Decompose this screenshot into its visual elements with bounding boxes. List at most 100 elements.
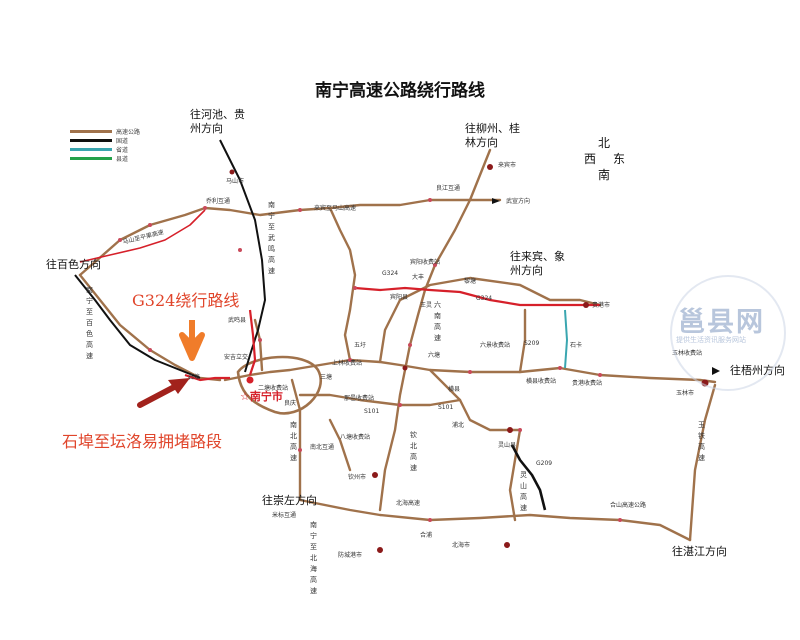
road-label-lingshan: 灵山高速: [520, 471, 527, 512]
down-arrow-icon: [179, 320, 205, 361]
g324-reroute: [79, 209, 600, 382]
place-binyang-toll: 宾阳收费站: [410, 259, 441, 266]
place-erjiang: 二塘收费站: [258, 385, 289, 392]
compass-east: 东: [613, 152, 626, 166]
place-shizhong: 石埠: [188, 374, 201, 381]
place-hengxian: 横县: [448, 386, 461, 393]
reroute-city-west: [184, 373, 230, 382]
place-sanlang: 三塘: [320, 374, 333, 381]
legend-label-national: 国道: [116, 138, 129, 145]
reroute-callout: G324绕行路线: [132, 291, 240, 310]
expressway-coastal: [298, 498, 692, 542]
legend-swatch-national: [70, 139, 112, 142]
place-liuxu: 六景收费站: [480, 342, 511, 349]
place-fangcheng: 防城港市: [338, 552, 363, 559]
expressway-north-link: [328, 206, 357, 362]
place-wuxuan: 武宣方向: [506, 198, 531, 205]
reroute-wuming: [248, 309, 257, 376]
place-s101b: S101: [438, 404, 454, 411]
city-dot: [507, 427, 513, 433]
national-road-baise: [74, 274, 201, 379]
road-label-yulin: 玉铁高速: [698, 421, 705, 462]
city-dot: [229, 169, 235, 175]
ring-road: [236, 355, 322, 415]
place-laibin: 来宾市: [498, 162, 517, 169]
road-label-liunan: 六南高速: [434, 301, 441, 342]
place-guigang-toll: 贵港收费站: [572, 380, 603, 387]
place-laibin-mashan: 来宾至马山高速: [314, 205, 357, 212]
compass-north: 北: [598, 136, 611, 150]
expressway-binyang: [378, 276, 602, 364]
expressway-nanning-wuzhou: [223, 358, 717, 384]
city-dot: [402, 365, 408, 371]
place-wuxu: 五圩: [354, 342, 367, 349]
expressway-lingshan: [508, 428, 522, 522]
place-xiaotang: 良庆: [284, 400, 297, 407]
place-hepu-toll: 合山高速公路: [610, 502, 647, 509]
watermark-tagline: 提供生活资讯服务网站: [676, 336, 746, 344]
place-shanghu: 上林收费站: [332, 360, 363, 367]
expressway-mashan-pingguo: [78, 206, 302, 277]
national-road-network: [74, 139, 547, 511]
legend-swatch-county: [70, 157, 112, 160]
place-hepu: 合浦: [420, 532, 433, 539]
direction-chongzuo: 往崇左方向: [262, 494, 317, 507]
legend-label-county: 县道: [116, 156, 129, 163]
legend-label-provincial: 省道: [116, 147, 129, 154]
place-guigang: 贵港市: [592, 302, 611, 309]
watermark-logo: 邕县网: [678, 307, 765, 338]
place-qinzhou: 钦州市: [348, 474, 367, 481]
place-nayi: 那邑收费站: [344, 395, 375, 402]
expressway-network: [78, 148, 717, 542]
place-s101a: S101: [364, 408, 380, 415]
expressway-s101: [298, 393, 462, 407]
city-dot: [487, 164, 493, 170]
direction-laibin: 往来宾、象州方向: [510, 250, 565, 277]
city-dot: [372, 472, 378, 478]
road-label-nanbei: 南北高速: [290, 421, 297, 462]
place-lingshan: 灵山县: [498, 442, 517, 449]
direction-zhanjiang: 往湛江方向: [672, 545, 727, 558]
place-binyang: 宾阳县: [390, 294, 409, 301]
place-wangling: 王灵: [420, 302, 433, 309]
city-dot: [377, 547, 383, 553]
direction-liuzhou: 往柳州、桂林方向: [465, 122, 520, 149]
place-nanbei: 南北互通: [310, 444, 335, 451]
place-shika: 石卡: [570, 342, 583, 349]
national-road-g209: [510, 444, 547, 511]
place-dafeng: 大丰: [412, 274, 425, 281]
place-s209: S209: [524, 340, 540, 347]
expressway-liujing: [428, 368, 522, 432]
compass-west: 西: [584, 152, 597, 166]
diagonal-arrow-icon: [137, 378, 190, 408]
legend-swatch-provincial: [70, 148, 112, 151]
place-pubei: 浦北: [452, 422, 465, 429]
road-label-nannan: 南宁至百色高速: [86, 286, 93, 360]
place-g324-a: G324: [382, 270, 399, 277]
place-liutang: 六塘: [428, 352, 441, 359]
road-label-qinbei: 钦北高速: [410, 431, 417, 472]
nanning-city-label: ☆南宁市: [240, 390, 283, 403]
place-guixia: 北海高速: [396, 500, 421, 507]
place-beihai: 北海市: [452, 542, 471, 549]
place-mibiao: 米标互通: [272, 512, 297, 519]
expressway-bama: [328, 418, 352, 472]
legend-label-expressway: 高速公路: [116, 129, 141, 136]
place-mashan: 马山市: [226, 178, 245, 185]
road-label-wuming: 南宁至武鸣高速: [268, 201, 275, 275]
reroute-binyang: [354, 286, 600, 307]
place-wuming: 武鸣县: [228, 317, 247, 324]
congestion-callout: 石埠至坛洛易拥堵路段: [62, 432, 223, 451]
road-label-nanhai: 南宁至北海高速: [310, 521, 317, 595]
city-dot: [504, 542, 510, 548]
direction-hechi: 往河池、贵州方向: [190, 108, 245, 135]
interchange-markers: [118, 198, 622, 522]
expressway-laibin-nanning: [408, 148, 492, 347]
place-liangjiang: 良江互通: [436, 185, 461, 192]
provincial-road: [564, 309, 569, 369]
expressway-binyang-south: [518, 308, 527, 374]
reroute-north: [79, 209, 206, 263]
place-lijia: 黎塘: [464, 278, 477, 285]
place-qiaoli: 乔利互通: [206, 198, 231, 205]
page-title: 南宁高速公路绕行路线: [315, 81, 485, 101]
